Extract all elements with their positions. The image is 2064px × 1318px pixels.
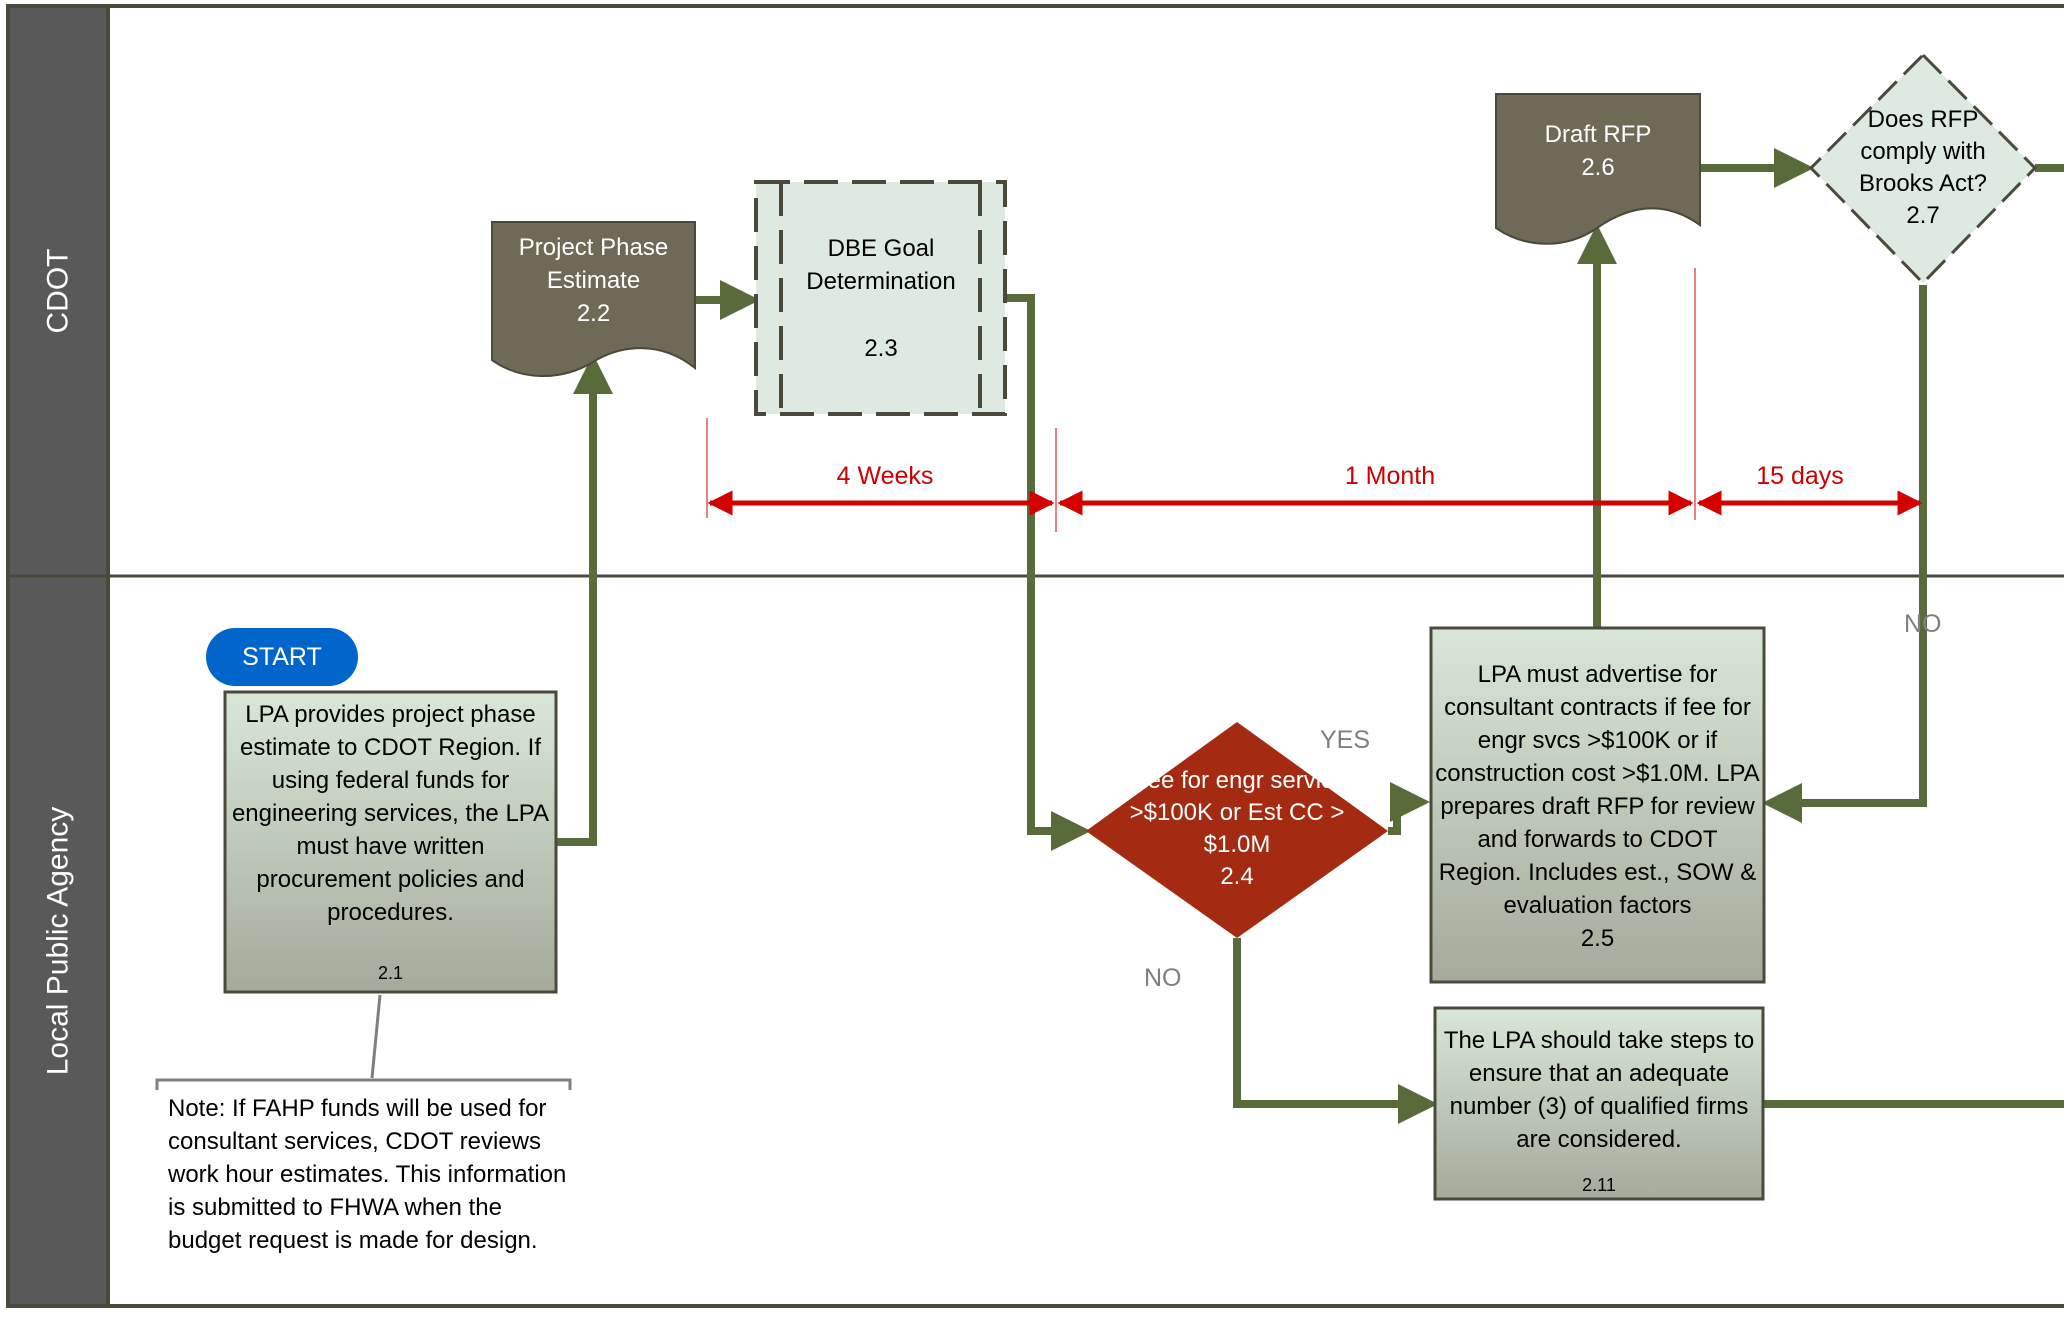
step-2-1[interactable]: LPA provides project phase estimate to C…: [229, 698, 552, 930]
connector-24-no-to-211: [1233, 938, 1438, 1124]
step-2-7-id: 2.7: [1906, 202, 1940, 229]
step-2-2-id: 2.2: [576, 299, 611, 327]
duration-4-weeks-text: 4 Weeks: [836, 462, 934, 490]
step-2-4-shape: [1086, 722, 1388, 938]
duration-4-weeks: 4 Weeks: [760, 462, 1010, 491]
start-label: START: [242, 642, 322, 671]
step-2-5-text: LPA must advertise for consultant contra…: [1435, 660, 1760, 919]
duration-1-month: 1 Month: [1240, 462, 1540, 491]
step-2-5-id: 2.5: [1580, 924, 1615, 952]
label-no-2-7-text: NO: [1904, 610, 1942, 638]
lane-label-cdot: CDOT: [8, 6, 108, 576]
note-callout-line: [370, 994, 382, 1079]
start-terminator[interactable]: START: [206, 628, 358, 686]
lane-header-cdot-bg: [8, 6, 108, 576]
step-2-1-text: LPA provides project phase estimate to C…: [231, 701, 550, 926]
lane-header-lpa-bg: [8, 576, 108, 1306]
step-2-6[interactable]: Draft RFP 2.6: [1498, 116, 1698, 186]
duration-1-month-text: 1 Month: [1344, 462, 1436, 490]
connector-24-to-25: [1388, 782, 1430, 835]
step-2-7[interactable]: Does RFP comply with Brooks Act? 2.7: [1845, 100, 2001, 236]
note-bracket: [155, 1078, 572, 1090]
step-2-1-shape: [223, 690, 558, 994]
note-text: Note: If FAHP funds will be used for con…: [168, 1095, 567, 1254]
step-2-4-text: Is fee for engr services >$100K or Est C…: [1115, 767, 1359, 858]
label-yes-text: YES: [1320, 726, 1371, 754]
lane-label-lpa-text: Local Public Agency: [41, 806, 75, 1076]
connector-27-no-to-25: [1762, 285, 1927, 823]
step-2-11-id: 2.11: [1582, 1175, 1616, 1195]
step-2-3-shape: [754, 180, 1007, 416]
lane-label-lpa: Local Public Agency: [8, 576, 108, 1306]
step-2-3-id: 2.3: [864, 334, 898, 362]
step-2-7-text: Does RFP comply with Brooks Act?: [1858, 106, 1988, 197]
step-2-4-id: 2.4: [1220, 863, 1254, 890]
step-2-1-id-box: 2.1: [229, 960, 552, 986]
step-2-4[interactable]: Is fee for engr services >$100K or Est C…: [1108, 762, 1366, 896]
step-2-1-id: 2.1: [377, 963, 404, 983]
step-2-6-id: 2.6: [1581, 154, 1615, 181]
label-no-2-7: NO: [1904, 610, 1942, 639]
duration-15-days-text: 15 days: [1756, 462, 1844, 490]
note-fahp: Note: If FAHP funds will be used for con…: [168, 1092, 568, 1292]
step-2-3[interactable]: DBE Goal Determination: [785, 230, 977, 300]
step-2-11[interactable]: The LPA should take steps to ensure that…: [1439, 1010, 1759, 1170]
step-2-3-text: DBE Goal Determination: [806, 235, 956, 295]
step-2-6-shape: [1495, 93, 1701, 245]
step-2-7-shape: [1808, 52, 2038, 286]
label-yes: YES: [1320, 726, 1370, 755]
step-2-11-shape: [1433, 1006, 1765, 1201]
start-terminator-shape: [206, 628, 358, 686]
step-2-2[interactable]: Project Phase Estimate 2.2: [494, 228, 693, 332]
step-2-11-text: The LPA should take steps to ensure that…: [1443, 1027, 1755, 1153]
label-no-2-4: NO: [1144, 964, 1182, 993]
step-2-6-text: Draft RFP: [1544, 121, 1652, 148]
connector-23-to-24: [1005, 294, 1091, 851]
step-2-5-shape: [1429, 626, 1766, 984]
step-2-2-text: Project Phase Estimate: [518, 233, 669, 294]
step-2-2-shape: [491, 221, 696, 378]
lane-label-cdot-text: CDOT: [41, 248, 74, 334]
swimlane-frame: [6, 4, 2064, 1308]
step-2-3-id-box: 2.3: [785, 330, 977, 366]
step-2-11-id-box: 2.11: [1439, 1174, 1759, 1196]
step-2-5[interactable]: LPA must advertise for consultant contra…: [1435, 636, 1760, 976]
connector-21-to-22: [555, 354, 613, 846]
duration-15-days: 15 days: [1720, 462, 1880, 491]
label-no-2-4-text: NO: [1144, 964, 1182, 992]
